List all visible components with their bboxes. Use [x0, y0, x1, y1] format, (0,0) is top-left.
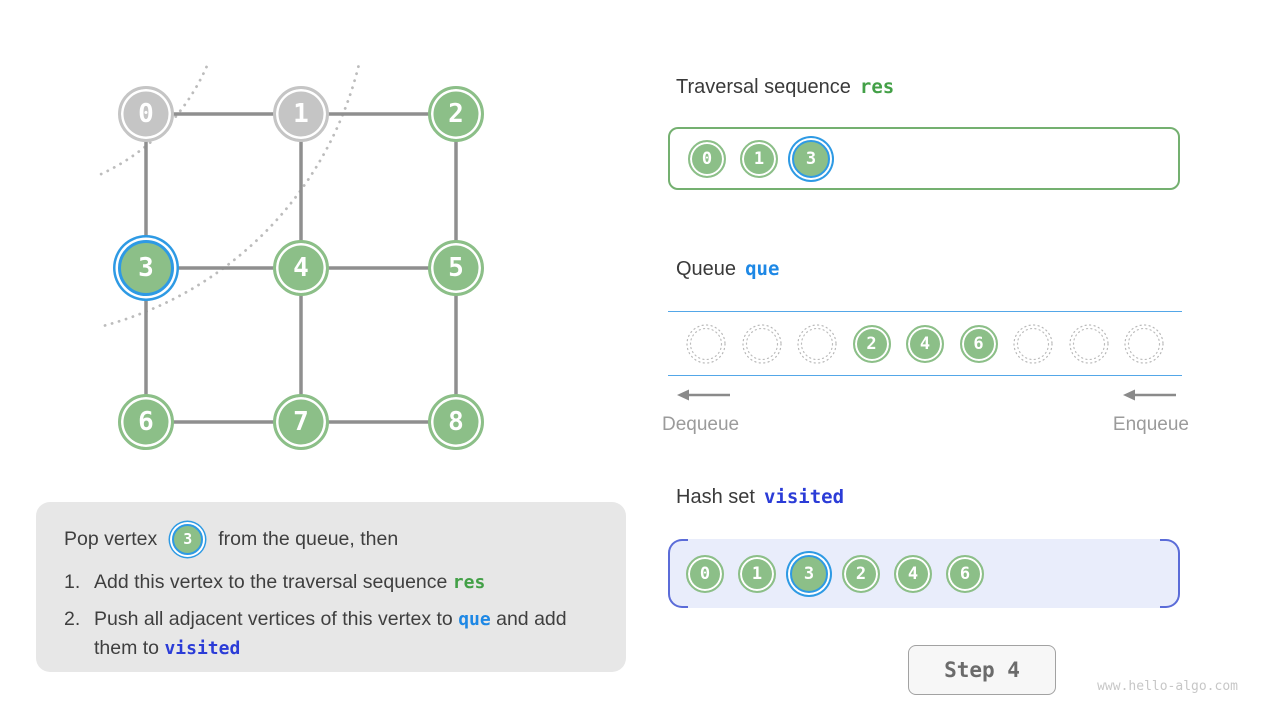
empty-slot-icon: [797, 323, 837, 364]
graph-canvas: 0 1 2 3 4 5 6 7 8: [0, 0, 640, 500]
traversal-sequence-heading: Traversal sequence res: [676, 76, 894, 99]
visited-code-token: visited: [763, 486, 845, 508]
graph-vertex-6: 6: [118, 394, 174, 450]
bfs-wave-arc-inner: [96, 65, 208, 177]
step-button[interactable]: Step 4: [908, 645, 1056, 695]
plain-text: and add them to: [94, 608, 567, 659]
empty-slot-icon: [1068, 323, 1109, 364]
empty-slot-icon: [686, 323, 726, 364]
step-text: Push all adjacent vertices of this verte…: [94, 605, 599, 663]
bfs-wave-arcs: [96, 65, 360, 328]
graph-vertex-3: 3: [118, 240, 174, 296]
graph-vertex-5: 5: [428, 240, 484, 296]
enqueue-arrow-icon: [1123, 389, 1176, 401]
node-2: 2: [852, 324, 891, 363]
instruction-steps: 1. Add this vertex to the traversal seque…: [64, 568, 602, 663]
dequeue-label: Dequeue: [662, 414, 740, 435]
node-3: 3: [790, 554, 828, 593]
node-1: 1: [740, 139, 778, 178]
queue-heading: Queue que: [676, 258, 779, 281]
node-6: 6: [959, 324, 998, 363]
empty-slot-icon: [741, 323, 782, 364]
node-0: 0: [686, 554, 724, 593]
enqueue-label: Enqueue: [1112, 414, 1189, 435]
dequeue-arrow-icon: [677, 389, 730, 401]
visited-code-token: visited: [164, 638, 241, 659]
instruction-pop-line: Pop vertex 3 from the queue, then: [64, 519, 602, 559]
traversal-sequence-title: Traversal sequence: [676, 76, 851, 98]
step-text: Add this vertex to the traversal sequenc…: [94, 568, 485, 597]
bfs-wave-arc-outer: [102, 65, 360, 328]
que-code-token: que: [745, 258, 780, 280]
node-0: 0: [688, 139, 726, 178]
step-number: 1.: [64, 571, 81, 593]
plain-text: Push all adjacent vertices of this verte…: [94, 608, 459, 630]
plain-text: Add this vertex to the traversal sequenc…: [94, 571, 453, 593]
queue-title: Queue: [676, 258, 737, 280]
empty-slot-icon: [1013, 323, 1053, 364]
explanation-box: Pop vertex 3 from the queue, then 1. Add …: [36, 502, 626, 672]
node-4: 4: [894, 554, 932, 593]
res-code-token: res: [859, 76, 895, 98]
graph-vertex-0: 0: [118, 86, 174, 142]
graph-vertex-4: 4: [273, 240, 329, 296]
node-1: 1: [738, 554, 776, 593]
graph-vertex-2: 2: [428, 86, 484, 142]
node-4: 4: [906, 324, 944, 363]
pop-text-post: from the queue, then: [218, 527, 399, 550]
step-number: 2.: [64, 608, 81, 630]
node-2: 2: [842, 554, 880, 593]
popped-vertex-badge: 3: [172, 523, 204, 555]
que-code-token: que: [458, 609, 491, 630]
graph-vertex-8: 8: [428, 394, 484, 450]
pop-text-pre: Pop vertex: [64, 527, 158, 550]
hash-set-heading: Hash set visited: [676, 486, 844, 509]
graph-vertex-7: 7: [273, 394, 329, 450]
res-code-token: res: [452, 572, 486, 593]
node-3: 3: [792, 139, 830, 178]
instruction-step-2: 2. Push all adjacent vertices of this ver…: [64, 605, 602, 663]
node-6: 6: [946, 554, 984, 593]
empty-slot-icon: [1124, 323, 1164, 364]
graph-vertex-1: 1: [273, 86, 329, 142]
instruction-step-1: 1. Add this vertex to the traversal seque…: [64, 568, 602, 597]
watermark: www.hello-algo.com: [1097, 679, 1238, 694]
hash-set-title: Hash set: [676, 486, 755, 508]
